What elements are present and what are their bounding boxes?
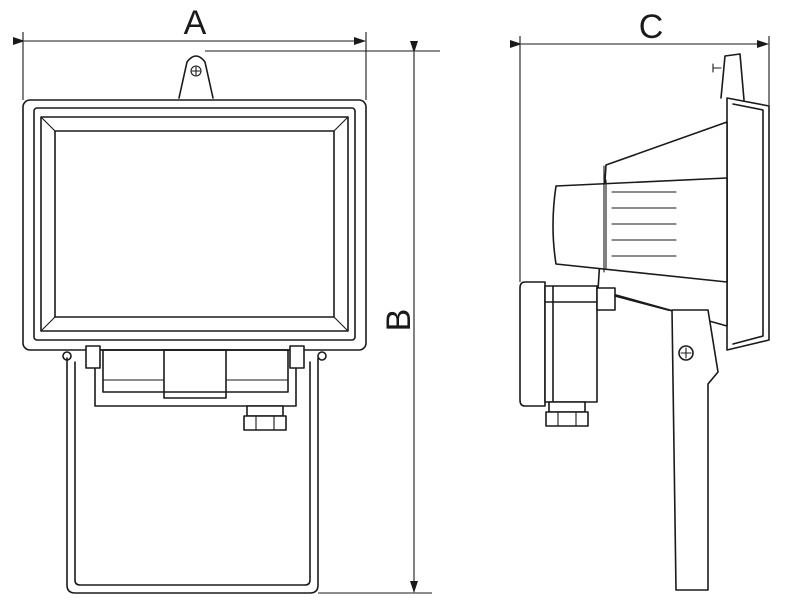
dimension-lines xyxy=(13,32,770,594)
dimension-c-label: C xyxy=(639,8,664,46)
side-view xyxy=(519,53,770,591)
dimension-b-label: B xyxy=(380,309,418,332)
dimension-a-label: A xyxy=(184,4,207,42)
front-view xyxy=(22,55,367,594)
